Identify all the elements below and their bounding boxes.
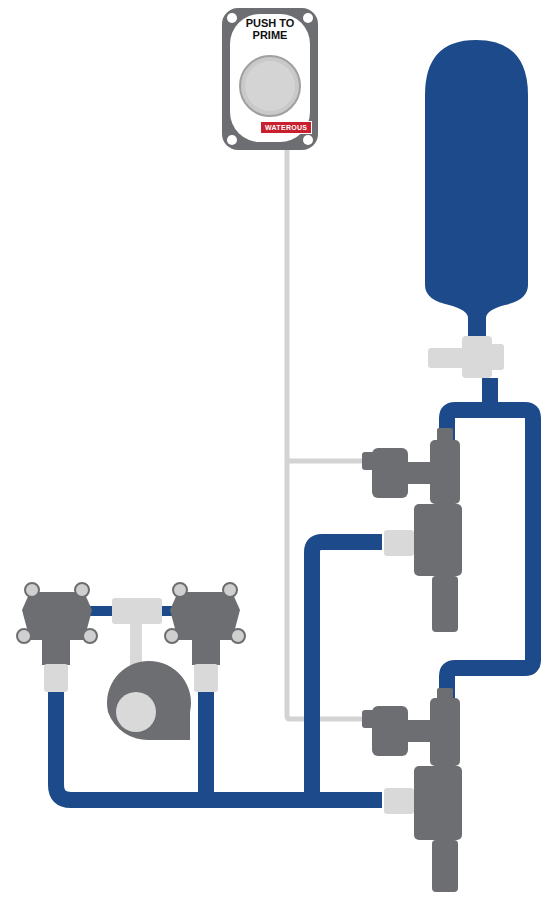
button-caption: PUSH TO PRIME bbox=[235, 17, 305, 41]
lower-valve bbox=[362, 688, 462, 892]
tank bbox=[425, 40, 528, 340]
prime-button-plate: PUSH TO PRIME WATEROUS bbox=[222, 8, 318, 150]
priming-pump bbox=[17, 583, 245, 740]
upper-valve bbox=[362, 428, 462, 632]
water-pipe bbox=[56, 378, 533, 800]
brand-label: WATEROUS bbox=[260, 121, 312, 134]
brand-text: WATEROUS bbox=[265, 123, 307, 132]
control-line bbox=[287, 148, 372, 719]
check-valve bbox=[428, 336, 504, 378]
